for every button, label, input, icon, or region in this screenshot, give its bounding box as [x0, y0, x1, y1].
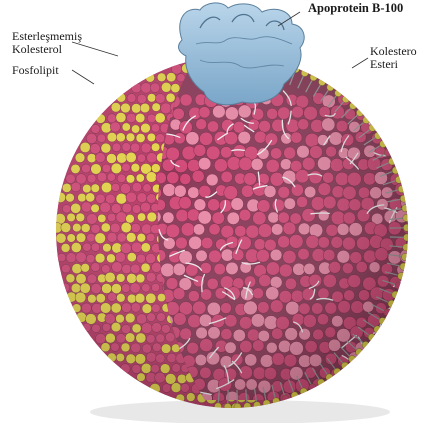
core-bead [390, 354, 402, 366]
core-bead [395, 314, 407, 326]
label-ester-line2: Esteri [370, 58, 417, 71]
core-bead [382, 105, 394, 117]
core-bead [403, 145, 416, 158]
core-bead [402, 276, 415, 289]
core-bead [403, 174, 414, 185]
core-bead [396, 160, 408, 172]
core-bead [351, 92, 365, 106]
core-bead [391, 147, 403, 159]
label-unesterified-line2: Kolesterol [12, 43, 82, 56]
core-bead [389, 327, 403, 341]
label-unesterified-cholesterol: Esterleşmemiş Kolesterol [12, 30, 82, 56]
core-bead [395, 342, 407, 354]
core-bead [324, 381, 337, 394]
core-bead [402, 120, 414, 132]
lipid-tail [378, 381, 397, 382]
core-bead [401, 381, 414, 394]
core-bead [402, 352, 415, 365]
core-bead [370, 107, 381, 118]
core-bead [363, 379, 375, 391]
core-bead [374, 378, 386, 390]
core-bead [396, 134, 409, 147]
core-bead [384, 367, 397, 380]
core-bead [386, 121, 399, 134]
core-bead [355, 392, 367, 404]
core-bead [350, 379, 364, 393]
core-bead [335, 378, 347, 390]
core-bead [400, 328, 413, 341]
core-bead [396, 291, 407, 302]
core-bead [363, 94, 377, 108]
core-bead [383, 392, 396, 405]
core-bead [390, 95, 404, 109]
core-bead [390, 378, 404, 392]
core-bead [369, 341, 381, 353]
core-bead [380, 341, 394, 355]
core-bead [370, 368, 381, 379]
label-cholesterol-ester: Kolestero Esteri [370, 45, 417, 71]
core-bead [374, 353, 387, 366]
core-bead [394, 368, 407, 381]
core-bead [343, 368, 357, 382]
core-bead [395, 106, 408, 119]
core-bead [402, 95, 415, 108]
core-bead [377, 120, 390, 133]
core-bead [355, 369, 366, 380]
core-bead [401, 300, 414, 313]
lipid-tail [357, 384, 369, 391]
core-bead [368, 391, 380, 403]
label-apoprotein: Apoprotein B-100 [308, 2, 403, 15]
label-phospholipid: Fosfolipit [12, 64, 59, 77]
core-bead [377, 93, 388, 104]
sphere-shading [56, 56, 408, 408]
core-bead [394, 391, 408, 405]
lipid-tail [380, 355, 395, 364]
core-bead [384, 317, 396, 329]
core-bead [364, 355, 377, 368]
